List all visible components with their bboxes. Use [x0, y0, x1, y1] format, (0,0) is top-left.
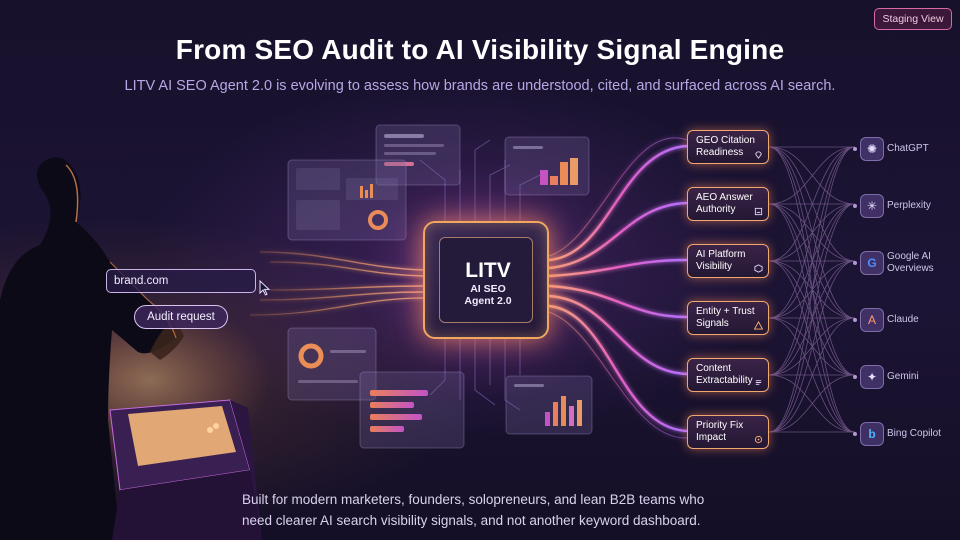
litv-core-chip: LITV AI SEO Agent 2.0 — [423, 221, 549, 339]
audit-request-button[interactable]: Audit request — [134, 305, 228, 329]
mesh-line — [768, 203, 856, 262]
platform-perplexity[interactable]: ✳ Perplexity — [860, 191, 956, 221]
signal-priority-fix-impact[interactable]: Priority Fix Impact — [687, 415, 769, 449]
mesh-line — [768, 146, 856, 205]
mesh-line — [768, 203, 856, 262]
mesh-line — [768, 203, 856, 319]
chip-subtitle-line1: AI SEO — [470, 283, 506, 295]
chip-inner-frame — [439, 237, 533, 323]
mesh-line — [768, 203, 856, 376]
platform-label: ChatGPT — [887, 143, 929, 154]
domain-input[interactable]: brand.com — [106, 269, 256, 293]
mesh-line — [768, 146, 856, 376]
target-icon — [754, 435, 763, 444]
platform-label: Gemini — [887, 371, 919, 382]
mesh-line — [768, 260, 856, 319]
mesh-line — [768, 260, 856, 433]
mesh-line — [768, 146, 856, 376]
cube-icon — [754, 264, 763, 273]
laptop-illustration — [109, 399, 262, 540]
warning-icon — [754, 321, 763, 330]
mesh-line — [768, 146, 856, 262]
mesh-line — [768, 203, 856, 433]
mesh-line — [768, 146, 856, 433]
signal-aeo-answer-authority[interactable]: AEO Answer Authority — [687, 187, 769, 221]
platform-label: Perplexity — [887, 200, 931, 211]
claude-icon: A — [860, 308, 884, 332]
page-title: From SEO Audit to AI Visibility Signal E… — [175, 34, 785, 65]
mesh-line — [768, 203, 856, 433]
gemini-icon: ✦ — [860, 365, 884, 389]
platform-label: Bing Copilot — [887, 428, 941, 439]
signal-geo-citation-readiness[interactable]: GEO Citation Readiness — [687, 130, 769, 164]
mesh-line — [768, 374, 856, 433]
signal-entity-trust-signals[interactable]: Entity + Trust Signals — [687, 301, 769, 335]
chip-subtitle-line2: Agent 2.0 — [464, 295, 512, 307]
mesh-line — [768, 260, 856, 433]
mesh-line — [768, 317, 856, 376]
signal-label: AI Platform Visibility — [696, 249, 746, 272]
cursor-icon — [259, 280, 271, 296]
bing-icon: b — [860, 422, 884, 446]
signal-label: Entity + Trust Signals — [696, 306, 755, 329]
chip-subtitle: AI SEO Agent 2.0 — [425, 283, 551, 307]
google-icon: G — [860, 251, 884, 275]
mesh-line — [768, 146, 856, 433]
mesh-line — [768, 260, 856, 376]
platform-chatgpt[interactable]: ✺ ChatGPT — [860, 134, 956, 164]
platform-google-ai-overviews[interactable]: G Google AI Overviews — [860, 248, 956, 278]
mesh-line — [768, 317, 856, 433]
mesh-line — [768, 374, 856, 433]
staging-view-button[interactable]: Staging View — [874, 8, 952, 30]
doc-lines-icon — [755, 380, 762, 385]
footer-text: Built for modern marketers, founders, so… — [242, 489, 802, 531]
platform-gemini[interactable]: ✦ Gemini — [860, 362, 956, 392]
mesh-line — [768, 146, 856, 319]
mesh-line — [768, 203, 856, 319]
perplexity-icon: ✳ — [860, 194, 884, 218]
mesh-line — [768, 260, 856, 376]
mesh-line — [768, 317, 856, 433]
location-pin-icon — [755, 151, 762, 159]
document-icon — [754, 207, 763, 216]
signal-label: Priority Fix Impact — [696, 420, 744, 443]
signal-label: Content Extractability — [696, 363, 753, 386]
platform-bing-copilot[interactable]: b Bing Copilot — [860, 419, 956, 449]
footer-line2: need clearer AI search visibility signal… — [242, 513, 701, 528]
mesh-line — [768, 146, 856, 319]
signal-label: AEO Answer Authority — [696, 192, 753, 215]
mesh-line — [768, 203, 856, 376]
mesh-line — [768, 146, 856, 205]
chatgpt-icon: ✺ — [860, 137, 884, 161]
page-subtitle: LITV AI SEO Agent 2.0 is evolving to ass… — [124, 78, 836, 94]
chip-title: LITV — [465, 259, 511, 282]
platform-label: Google AI Overviews — [887, 251, 934, 274]
mesh-line — [768, 317, 856, 376]
signal-label: GEO Citation Readiness — [696, 135, 755, 158]
signal-ai-platform-visibility[interactable]: AI Platform Visibility — [687, 244, 769, 278]
mesh-line — [768, 260, 856, 319]
mesh-line — [768, 146, 856, 262]
platform-label: Claude — [887, 314, 919, 325]
signal-content-extractability[interactable]: Content Extractability — [687, 358, 769, 392]
platform-claude[interactable]: A Claude — [860, 305, 956, 335]
footer-line1: Built for modern marketers, founders, so… — [242, 492, 705, 507]
